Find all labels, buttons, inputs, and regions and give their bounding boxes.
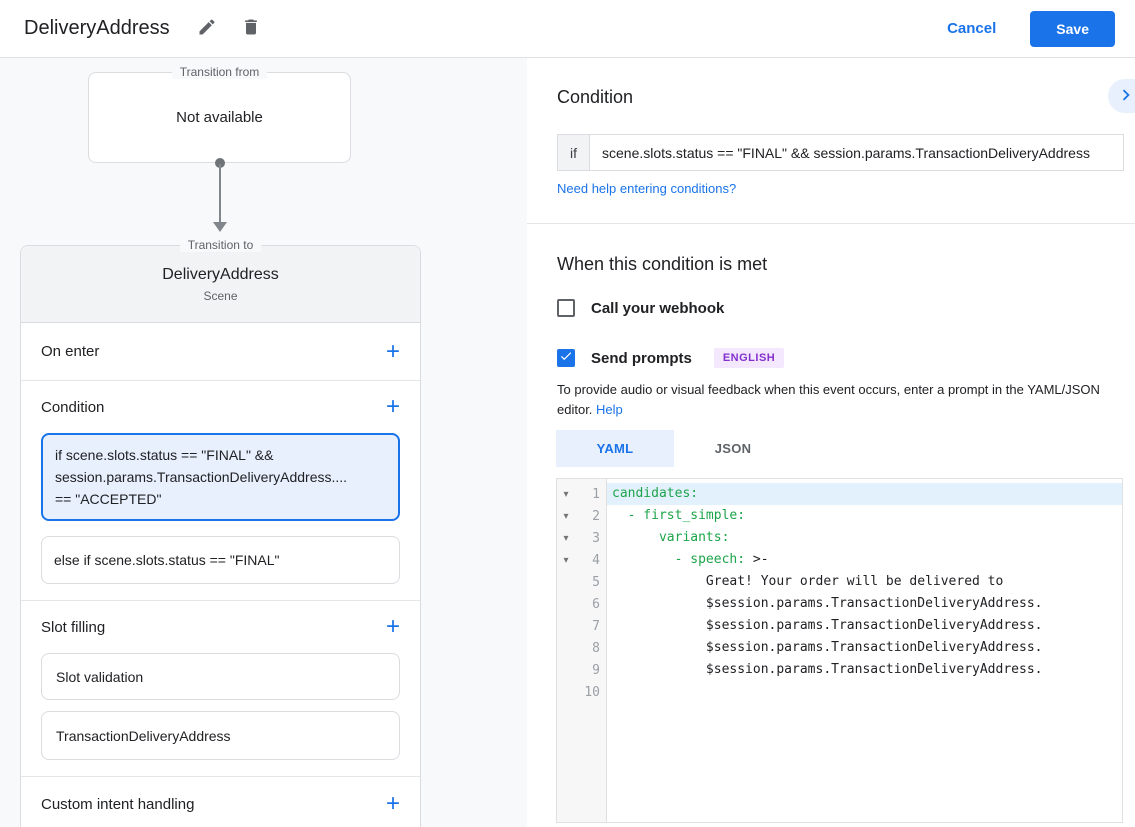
fold-toggle-icon[interactable]: ▾ [563, 532, 569, 544]
tab-yaml[interactable]: YAML [556, 430, 674, 467]
add-custom-intent-button[interactable]: + [385, 790, 400, 817]
editor-line[interactable]: candidates: [607, 483, 1122, 505]
fold-toggle-icon[interactable]: ▾ [563, 510, 569, 522]
add-condition-button[interactable]: + [385, 393, 400, 420]
editor-line[interactable]: $session.params.TransactionDeliveryAddre… [612, 640, 1043, 655]
gutter-line: ▾4 [557, 549, 606, 571]
line-number: 5 [592, 574, 600, 590]
custom-intent-row: Custom intent handling + [21, 777, 420, 827]
line-number: 1 [592, 486, 600, 502]
delete-button[interactable] [234, 12, 268, 46]
transition-from-label: Transition from [171, 65, 268, 79]
scene-graph-pane: Transition from Not available Transition… [0, 58, 527, 827]
line-number: 3 [592, 530, 600, 546]
language-badge: ENGLISH [713, 348, 785, 368]
page-title: DeliveryAddress [24, 17, 170, 39]
add-on-enter-button[interactable]: + [385, 337, 400, 365]
fold-toggle-icon[interactable]: ▾ [563, 554, 569, 566]
section-divider [527, 223, 1135, 224]
scene-card-header: DeliveryAddress Scene [21, 246, 420, 323]
condition-help-link[interactable]: Need help entering conditions? [557, 181, 737, 196]
line-number: 10 [584, 684, 600, 700]
line-number: 8 [592, 640, 600, 656]
cancel-button[interactable]: Cancel [947, 20, 997, 37]
add-slot-button[interactable]: + [385, 613, 400, 640]
on-enter-row: On enter + [21, 323, 420, 381]
editor-line[interactable]: - first_simple: [627, 508, 746, 523]
help-link[interactable]: Help [596, 402, 623, 417]
gutter-line: 5 [557, 571, 606, 593]
gutter-line: 10 [557, 681, 606, 703]
trash-icon [241, 17, 261, 40]
line-number: 4 [592, 552, 600, 568]
gutter-line: ▾2 [557, 505, 606, 527]
call-webhook-checkbox[interactable] [557, 299, 575, 317]
on-enter-label: On enter [41, 343, 100, 360]
transition-to-label: Transition to [179, 238, 262, 252]
condition-title: Condition [557, 87, 634, 107]
when-condition-title: When this condition is met [557, 254, 768, 274]
gutter-line: 7 [557, 615, 606, 637]
fold-toggle-icon[interactable]: ▾ [563, 488, 569, 500]
editor-line[interactable]: $session.params.TransactionDeliveryAddre… [612, 662, 1043, 677]
connector-line [219, 164, 221, 224]
condition-expression-input[interactable] [589, 134, 1124, 171]
editor-code[interactable]: candidates: - first_simple: variants: - … [607, 479, 1122, 822]
custom-intent-label: Custom intent handling [41, 795, 195, 813]
transition-from-box: Transition from Not available [88, 65, 351, 163]
condition-card-selected[interactable]: if scene.slots.status == "FINAL" && sess… [41, 433, 400, 521]
line-number: 2 [592, 508, 600, 524]
tab-json[interactable]: JSON [674, 430, 792, 467]
condition-section: Condition + if scene.slots.status == "FI… [21, 381, 420, 601]
editor-line[interactable]: variants: [658, 530, 730, 545]
gutter-line: 8 [557, 637, 606, 659]
editor-tabs: YAML JSON [556, 430, 792, 467]
line-number: 9 [592, 662, 600, 678]
editor-line[interactable]: - speech: >- [674, 552, 769, 567]
condition-card-else[interactable]: else if scene.slots.status == "FINAL" [41, 536, 400, 584]
scene-card: Transition to DeliveryAddress Scene On e… [20, 238, 421, 827]
checkmark-icon [559, 349, 573, 368]
editor-line[interactable] [607, 681, 1122, 703]
send-prompts-label: Send prompts [591, 349, 692, 367]
gutter-line: 9 [557, 659, 606, 681]
save-button[interactable]: Save [1030, 10, 1115, 47]
collapse-panel-button[interactable] [1108, 79, 1135, 113]
send-prompts-checkbox[interactable] [557, 349, 575, 367]
slot-validation-card[interactable]: Slot validation [41, 653, 400, 700]
condition-expression-row: if [557, 134, 1124, 171]
connector-arrowhead-icon [213, 222, 227, 232]
pencil-icon [197, 17, 217, 40]
connector-dot [215, 158, 225, 168]
gutter-line: ▾1 [557, 483, 606, 505]
editor-line[interactable]: $session.params.TransactionDeliveryAddre… [612, 618, 1043, 633]
editor-line[interactable]: Great! Your order will be delivered to [612, 574, 1004, 589]
slot-filling-section: Slot filling + Slot validation Transacti… [21, 601, 420, 777]
condition-section-label: Condition [41, 398, 105, 416]
transition-from-value: Not available [176, 109, 263, 126]
line-number: 7 [592, 618, 600, 634]
scene-type: Scene [203, 288, 238, 303]
app-bar: DeliveryAddress Cancel Save [0, 0, 1135, 58]
call-webhook-label: Call your webhook [591, 299, 725, 317]
gutter-line: 6 [557, 593, 606, 615]
prompt-hint: To provide audio or visual feedback when… [557, 382, 1100, 417]
line-number: 6 [592, 596, 600, 612]
transaction-delivery-address-card[interactable]: TransactionDeliveryAddress [41, 711, 400, 760]
edit-button[interactable] [190, 12, 224, 46]
editor-line[interactable]: $session.params.TransactionDeliveryAddre… [612, 596, 1043, 611]
scene-name: DeliveryAddress [162, 265, 279, 283]
gutter-line: ▾3 [557, 527, 606, 549]
if-prefix: if [557, 134, 589, 171]
condition-editor-pane: Condition if Need help entering conditio… [527, 58, 1135, 827]
chevron-right-icon [1115, 84, 1135, 109]
slot-filling-label: Slot filling [41, 618, 106, 636]
